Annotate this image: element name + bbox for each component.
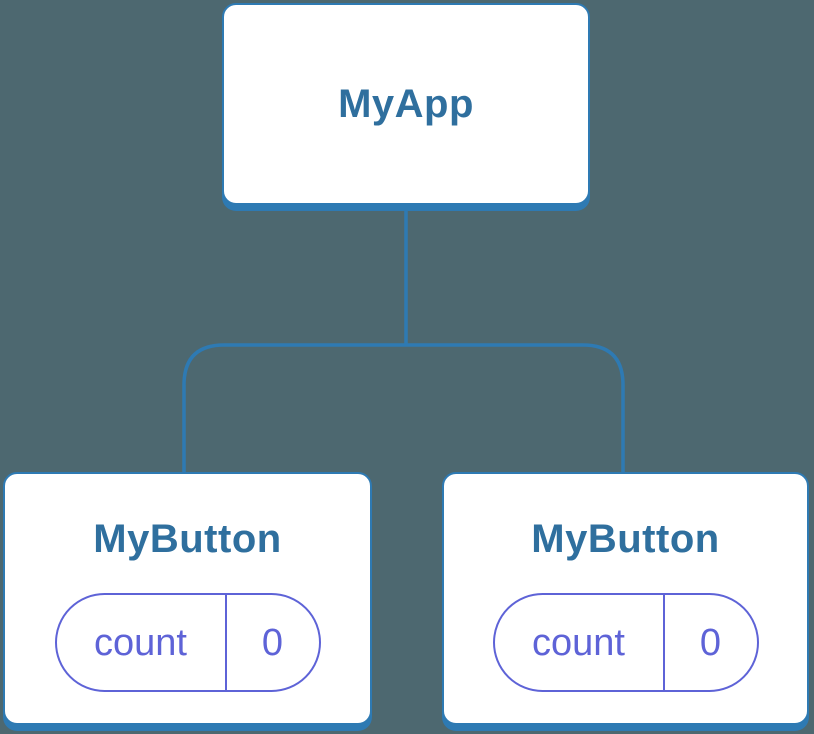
- state-value: 0: [699, 621, 722, 664]
- state-pill: count 0: [54, 593, 321, 692]
- child-node-label: MyButton: [93, 517, 282, 561]
- state-value: 0: [261, 621, 284, 664]
- tree-node-child-left: MyButton count 0: [3, 472, 372, 725]
- state-key: count: [495, 595, 665, 690]
- state-pill: count 0: [492, 593, 759, 692]
- tree-node-child-right: MyButton count 0: [442, 472, 809, 725]
- connector-branch: [182, 343, 625, 472]
- root-node-label: MyApp: [338, 82, 474, 126]
- tree-node-root: MyApp: [222, 3, 590, 205]
- child-node-label: MyButton: [531, 517, 720, 561]
- state-key: count: [57, 595, 227, 690]
